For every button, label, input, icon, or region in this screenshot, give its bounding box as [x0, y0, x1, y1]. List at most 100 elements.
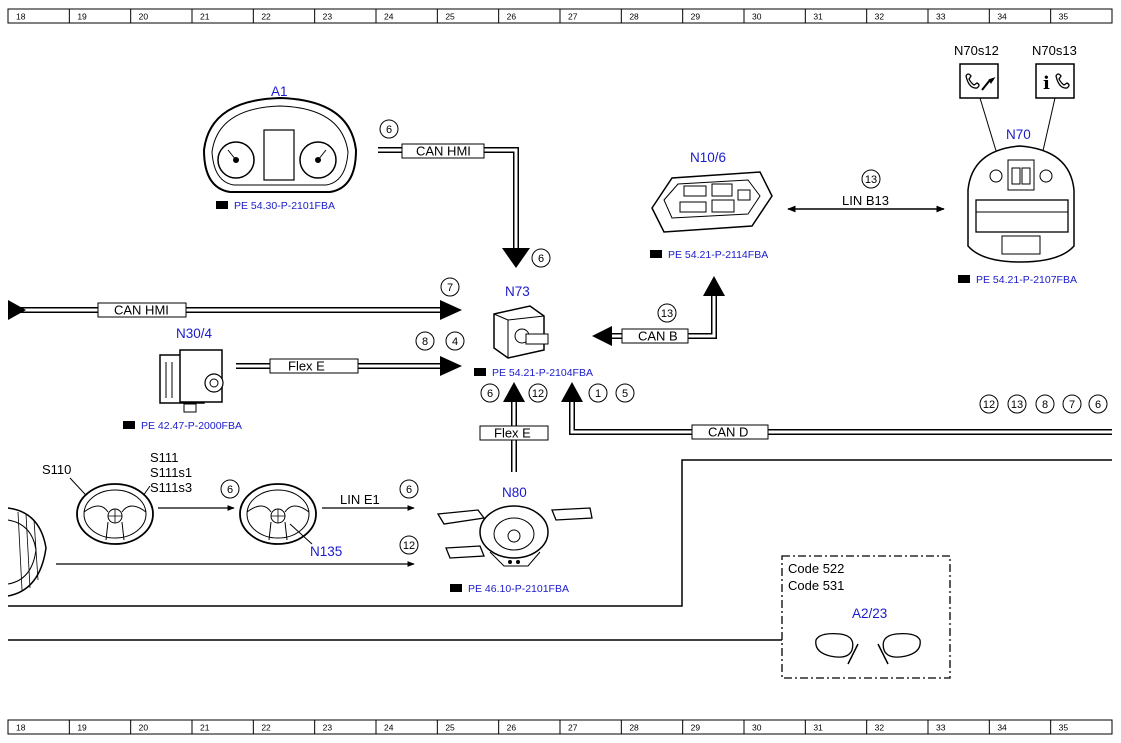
ruler-number: 26: [507, 12, 517, 22]
sam-module-n10-6: [651, 171, 773, 233]
ruler-number: 23: [323, 12, 333, 22]
ruler-number: 32: [875, 723, 885, 733]
ruler-number: 28: [629, 12, 639, 22]
abs-unit-n30-4: [159, 349, 224, 413]
pointer-n135: [289, 523, 313, 545]
circle-8: 8: [415, 331, 435, 351]
can-hmi-top-line: CAN HMI: [378, 143, 530, 268]
circle-r6: 6: [1088, 394, 1108, 414]
svg-text:6: 6: [487, 388, 493, 400]
svg-text:PE 42.47-P-2000FBA: PE 42.47-P-2000FBA: [141, 420, 242, 432]
svg-text:8: 8: [422, 336, 428, 348]
svg-text:6: 6: [1095, 399, 1101, 411]
label-s110: S110: [42, 462, 71, 477]
phone-wrench-icon: [959, 63, 999, 99]
steering-wheel-left: [76, 483, 154, 545]
svg-text:6: 6: [406, 484, 412, 496]
svg-text:13: 13: [1011, 399, 1023, 411]
circle-lin-13: 13: [861, 169, 881, 189]
circle-r13: 13: [1007, 394, 1027, 414]
ruler-number: 21: [200, 12, 210, 22]
label-n30-4: N30/4: [176, 326, 213, 341]
ref-n10-6: PE 54.21-P-2114FBA: [650, 249, 768, 261]
svg-text:PE 54.21-P-2114FBA: PE 54.21-P-2114FBA: [668, 249, 768, 261]
lin-e1-label: LIN E1: [340, 492, 380, 507]
svg-text:5: 5: [622, 388, 628, 400]
ruler-number: 26: [507, 723, 517, 733]
code-522: Code 522: [788, 561, 844, 576]
ruler-number: 24: [384, 12, 394, 22]
label-n135: N135: [310, 544, 342, 559]
circle-a1-6: 6: [379, 119, 399, 139]
svg-text:6: 6: [227, 484, 233, 496]
label-n80: N80: [502, 485, 527, 500]
svg-text:7: 7: [1069, 399, 1075, 411]
label-n73: N73: [505, 284, 530, 299]
lin-e1-line: LIN E1: [322, 492, 415, 511]
svg-text:PE 54.21-P-2104FBA: PE 54.21-P-2104FBA: [492, 367, 593, 379]
ignition-switch-n73: [493, 305, 549, 359]
ruler-number: 23: [323, 723, 333, 733]
circle-1: 1: [588, 383, 608, 403]
circle-bot-12: 12: [528, 383, 548, 403]
flex-e-bottom-line: Flex E: [479, 382, 549, 472]
ruler-number: 30: [752, 12, 762, 22]
circle-sw-6: 6: [220, 479, 240, 499]
ruler-number: 34: [997, 723, 1007, 733]
ruler-number: 33: [936, 723, 946, 733]
ruler-number: 20: [139, 723, 149, 733]
ref-n70: PE 54.21-P-2107FBA: [958, 274, 1077, 286]
ruler-number: 24: [384, 723, 394, 733]
ruler-number: 19: [77, 723, 87, 733]
boundary-line-upper: [8, 459, 1112, 607]
ruler-number: 19: [77, 12, 87, 22]
ruler-number: 31: [813, 723, 823, 733]
can-b-line: CAN B: [592, 276, 725, 346]
svg-text:1: 1: [595, 388, 601, 400]
svg-text:4: 4: [452, 336, 458, 348]
label-s111s1: S111s1: [150, 465, 192, 480]
ruler-number: 31: [813, 12, 823, 22]
circle-7: 7: [440, 277, 460, 297]
svg-text:PE 54.30-P-2101FBA: PE 54.30-P-2101FBA: [234, 200, 335, 212]
steering-wheel-n135: [239, 483, 317, 545]
svg-text:7: 7: [447, 282, 453, 294]
ruler-number: 25: [445, 723, 455, 733]
ruler-number: 22: [261, 12, 271, 22]
circle-r8: 8: [1035, 394, 1055, 414]
ruler-number: 27: [568, 12, 578, 22]
can-b-label: CAN B: [638, 329, 678, 344]
code-box: Code 522 Code 531 A2/23: [781, 555, 951, 679]
circle-4: 4: [445, 331, 465, 351]
svg-text:6: 6: [538, 253, 544, 265]
ruler-number: 18: [16, 12, 26, 22]
ruler-number: 35: [1059, 12, 1069, 22]
code-531: Code 531: [788, 578, 844, 593]
flex-e-left-line: Flex E: [236, 356, 462, 376]
svg-text:13: 13: [661, 308, 673, 320]
ref-n30-4: PE 42.47-P-2000FBA: [123, 420, 242, 432]
ref-a1: PE 54.30-P-2101FBA: [216, 200, 335, 212]
svg-text:13: 13: [865, 174, 877, 186]
ruler-number: 30: [752, 723, 762, 733]
ruler-number: 27: [568, 723, 578, 733]
ruler-number: 21: [200, 723, 210, 733]
ruler-number: 25: [445, 12, 455, 22]
circle-5: 5: [615, 383, 635, 403]
circle-line-6: 6: [399, 479, 419, 499]
ruler-number: 29: [691, 723, 701, 733]
can-hmi-top-label: CAN HMI: [416, 144, 471, 159]
ruler-number: 28: [629, 723, 639, 733]
can-hmi-left-label: CAN HMI: [114, 303, 169, 318]
can-hmi-left-line: CAN HMI: [8, 300, 462, 320]
label-a2-23: A2/23: [852, 606, 887, 621]
ruler-number: 20: [139, 12, 149, 22]
flex-e-left-label: Flex E: [288, 359, 325, 374]
circle-bot-6: 6: [480, 383, 500, 403]
ruler-number: 33: [936, 12, 946, 22]
svg-text:12: 12: [532, 388, 544, 400]
lin-b13-label: LIN B13: [842, 193, 889, 208]
